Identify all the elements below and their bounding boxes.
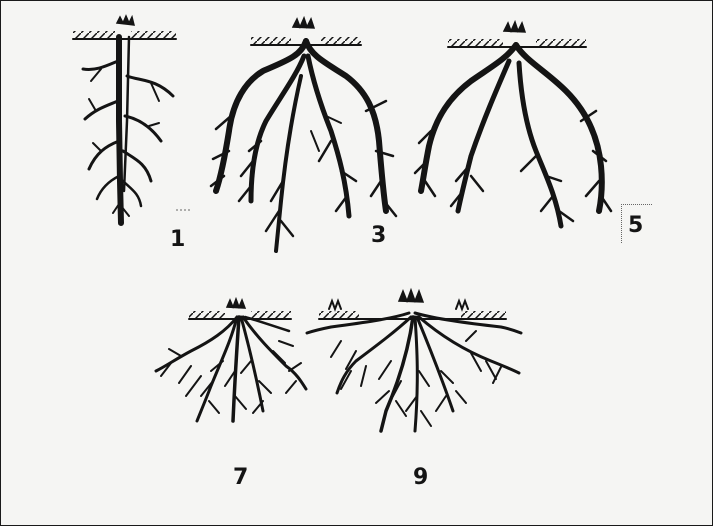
root-system-3 [211, 18, 396, 251]
root-system-5 [415, 22, 611, 226]
label-3: 3 [371, 225, 386, 247]
root-system-7 [156, 299, 306, 421]
label-5: 5 [628, 215, 643, 237]
label-9: 9 [413, 467, 428, 489]
label-1: 1 [170, 229, 185, 251]
label-7: 7 [233, 467, 248, 489]
root-system-1 [73, 16, 176, 223]
root-system-9 [307, 290, 521, 431]
